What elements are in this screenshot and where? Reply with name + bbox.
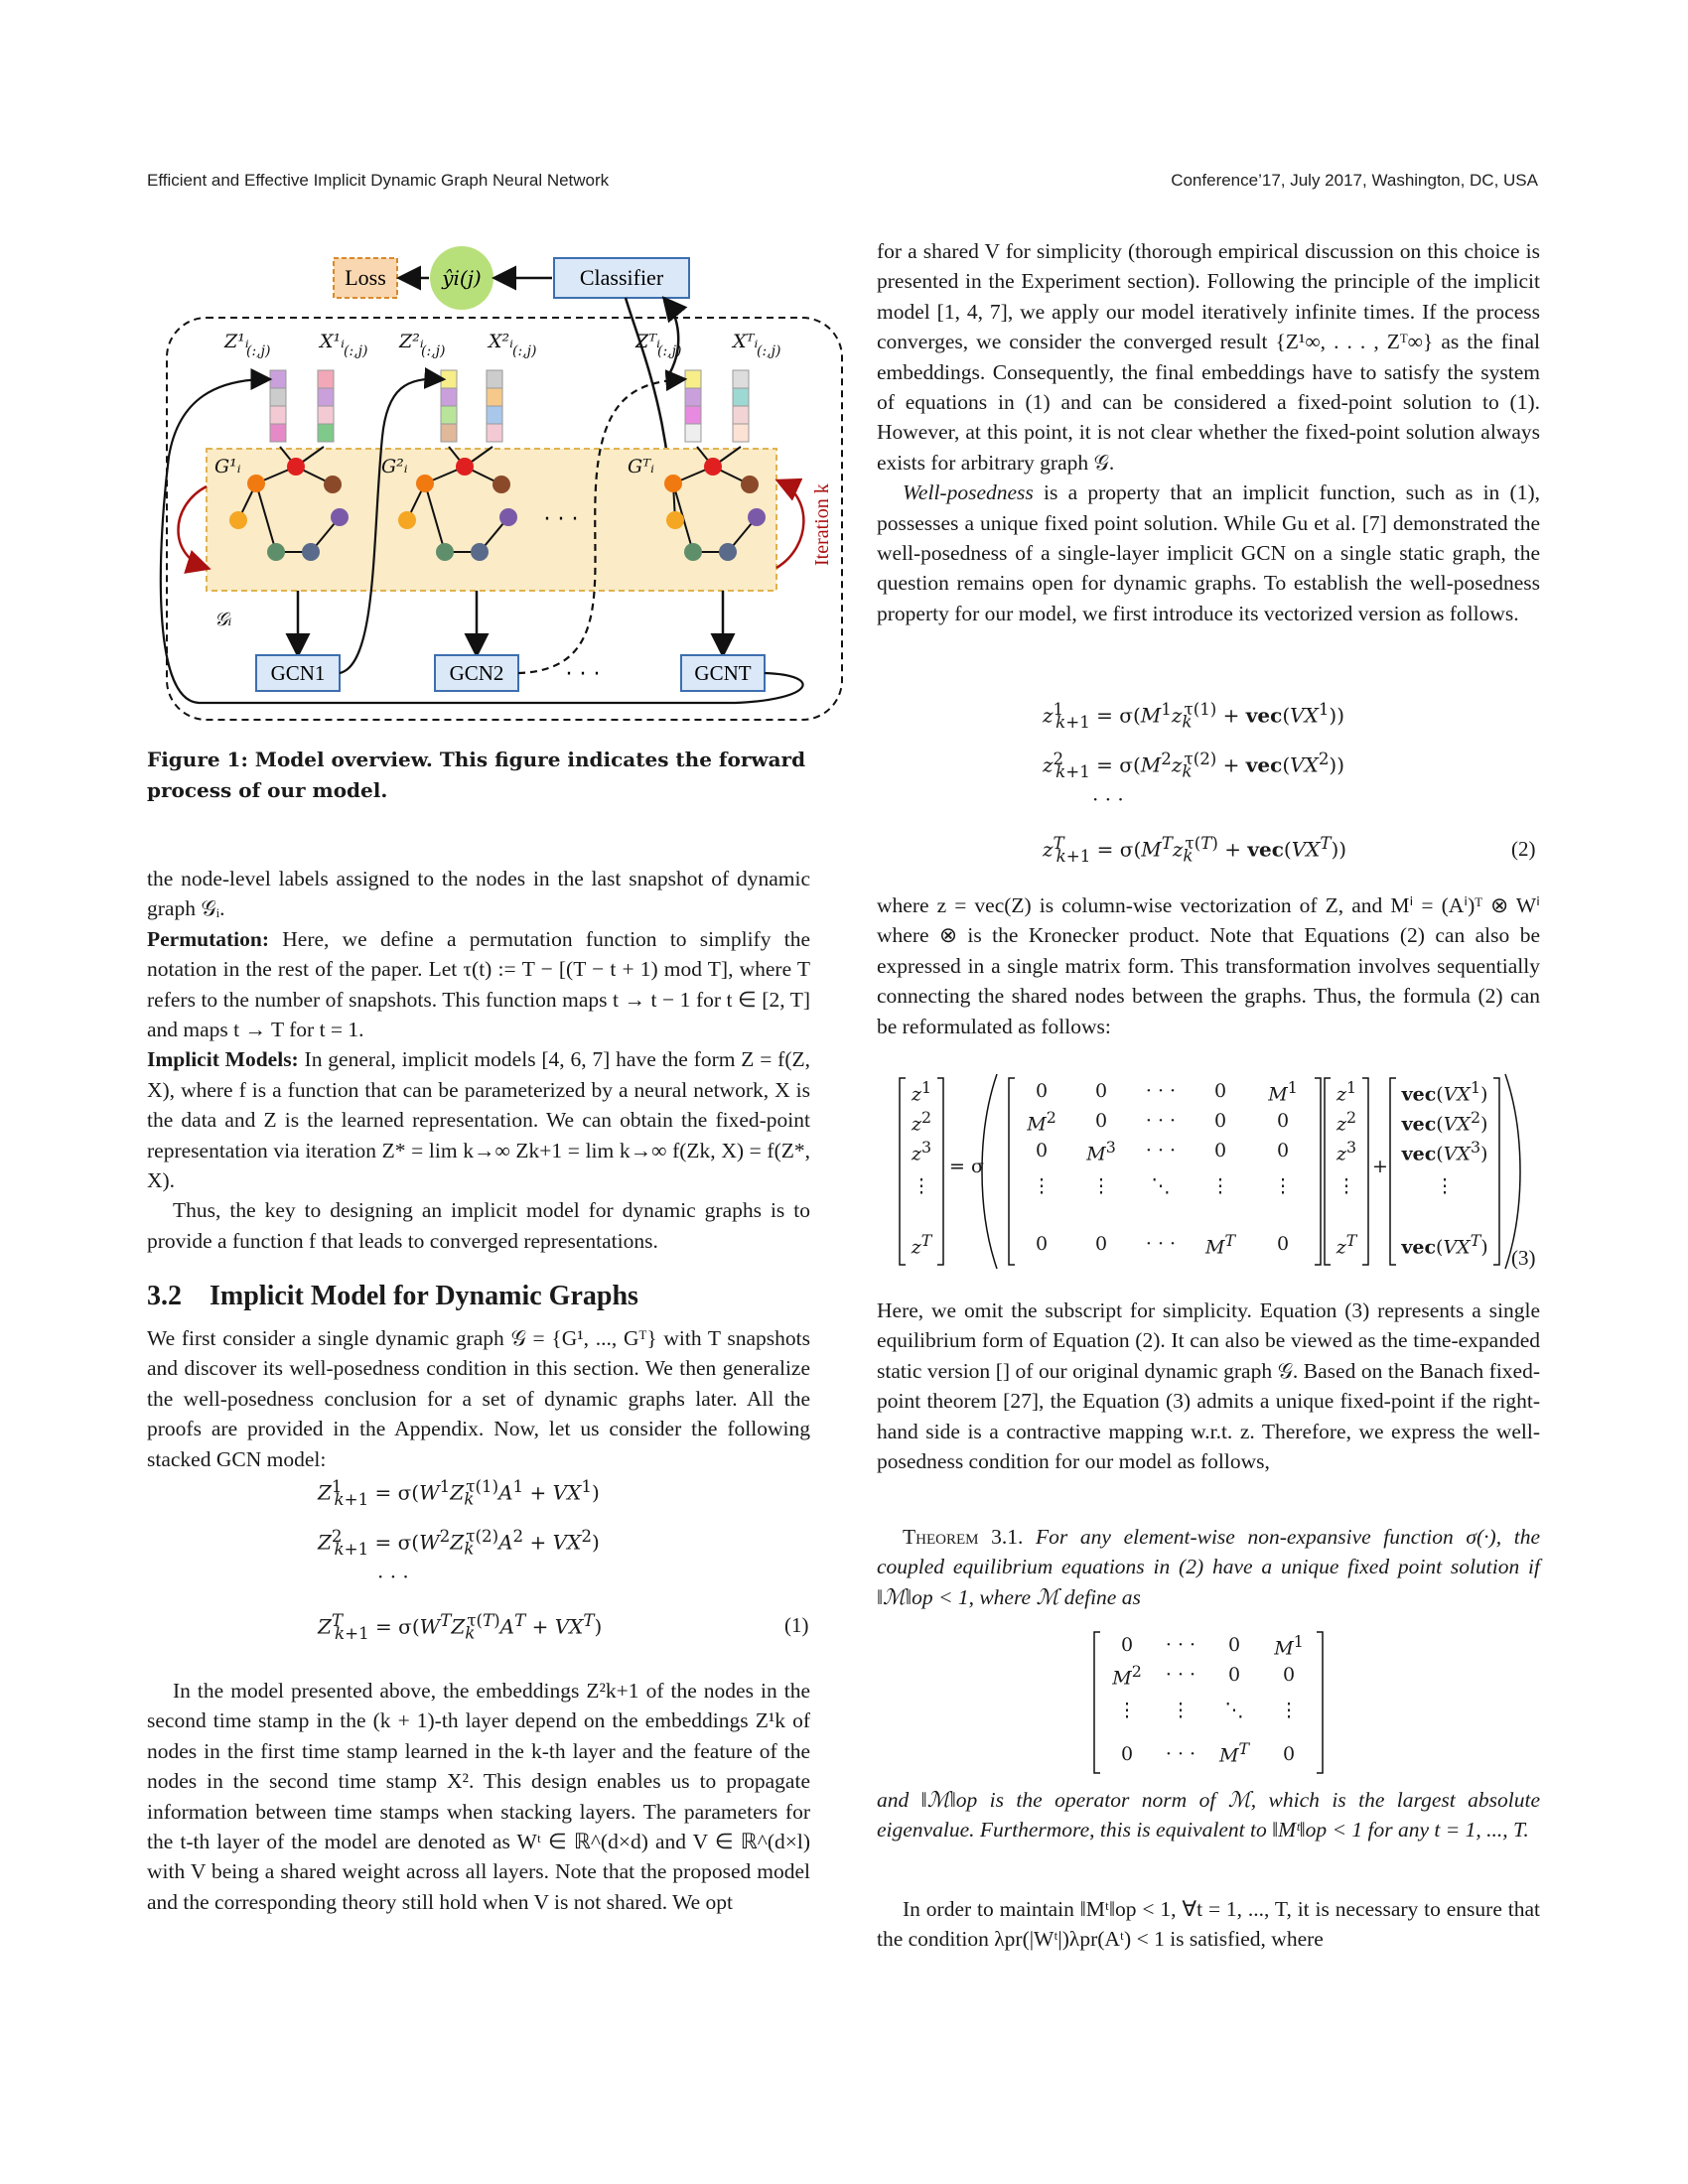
- classifier-label: Classifier: [580, 265, 664, 290]
- eq1-number: (1): [784, 1613, 809, 1637]
- eq1-lineT: ZTk+1 = σ(WTZkτ(T)AT + VXT): [318, 1611, 603, 1643]
- svg-text:(:,j): (:,j): [512, 343, 536, 359]
- ellipsis-mid: · · ·: [544, 507, 579, 532]
- svg-text:Z²ᵢ: Z²ᵢ: [398, 331, 424, 352]
- theorem-statement: Theorem 3.1. For any element-wise non-ex…: [877, 1522, 1540, 1612]
- paragraph-after-eq1: In the model presented above, the embedd…: [147, 1679, 810, 1914]
- paragraph-permutation: Permutation: Here, we define a permutati…: [147, 924, 810, 1045]
- left-column-section: We first consider a single dynamic graph…: [147, 1323, 810, 1474]
- paragraph-section-intro: We first consider a single dynamic graph…: [147, 1326, 810, 1471]
- svg-text:Gᵀᵢ: Gᵀᵢ: [628, 456, 654, 478]
- gcn2-label: GCN2: [450, 661, 504, 685]
- well-posedness-text: is a property that an implicit function,…: [877, 480, 1540, 625]
- svg-text:G¹ᵢ: G¹ᵢ: [214, 456, 241, 478]
- theorem-heading: Theorem 3.1.: [903, 1525, 1024, 1549]
- permutation-text: Here, we define a permutation function t…: [147, 926, 810, 1042]
- eq1-dots: · · ·: [377, 1565, 409, 1588]
- svg-text:(:,j): (:,j): [757, 343, 780, 359]
- gcn1-label: GCN1: [271, 661, 326, 685]
- figure-caption: Figure 1: Model overview. This figure in…: [147, 748, 806, 802]
- svg-text:(:,j): (:,j): [657, 343, 681, 359]
- y-hat-label: ŷi(j): [441, 266, 482, 290]
- implicit-models-heading: Implicit Models:: [147, 1047, 299, 1072]
- eq3-number: (3): [1511, 1246, 1536, 1270]
- theorem-text: For any element-wise non-expansive funct…: [877, 1525, 1540, 1609]
- figure-model-overview: Loss ŷi(j) Classifier Z¹ᵢ(:,j) X¹ᵢ(:,j) …: [159, 246, 843, 721]
- permutation-heading: Permutation:: [147, 926, 269, 951]
- equation-3-brackets: [899, 1073, 1521, 1270]
- paragraph-shared-v: for a shared V for simplicity (thorough …: [877, 239, 1540, 475]
- implicit-models-text: In general, implicit models [4, 6, 7] ha…: [147, 1047, 810, 1193]
- svg-text:X²ᵢ: X²ᵢ: [487, 331, 513, 352]
- svg-text:Zᵀᵢ: Zᵀᵢ: [634, 331, 660, 352]
- ellipsis-gcn: · · ·: [566, 662, 601, 687]
- equation-2: z1k+1 = σ(M1zkτ(1) + vec(VX1)) z2k+1 = σ…: [1043, 700, 1539, 879]
- loss-label: Loss: [345, 265, 386, 290]
- right-column-after-thm-matrix: and ‖ℳ‖op is the operator norm of ℳ, whi…: [877, 1785, 1540, 1845]
- theorem-continuation: and ‖ℳ‖op is the operator norm of ℳ, whi…: [877, 1788, 1540, 1843]
- eq1-line1: Z1k+1 = σ(W1Zkτ(1)A1 + VX1): [318, 1477, 600, 1509]
- paragraph-maintain: In order to maintain ‖Mᵗ‖op < 1, ∀t = 1,…: [877, 1897, 1540, 1952]
- paragraph-thus: Thus, the key to designing an implicit m…: [147, 1198, 810, 1253]
- left-column-after-eq1: In the model presented above, the embedd…: [147, 1676, 810, 1917]
- running-header-right: Conference’17, July 2017, Washington, DC…: [1171, 171, 1538, 190]
- theorem-matrix-brackets: [1093, 1631, 1324, 1774]
- eq2-line1: z1k+1 = σ(M1zkτ(1) + vec(VX1)): [1043, 700, 1345, 732]
- paragraph-vectorization: where z = vec(Z) is column-wise vectoriz…: [877, 893, 1540, 1038]
- svg-text:Xᵀᵢ: Xᵀᵢ: [731, 331, 759, 352]
- well-posedness-term: Well-posedness: [903, 480, 1034, 505]
- svg-text:(:,j): (:,j): [344, 343, 367, 359]
- right-column-bottom: In order to maintain ‖Mᵗ‖op < 1, ∀t = 1,…: [877, 1894, 1540, 1955]
- eq2-dots: · · ·: [1092, 787, 1124, 811]
- paragraph-node-labels: the node-level labels assigned to the no…: [147, 867, 810, 921]
- gcnT-label: GCNT: [694, 661, 751, 685]
- paragraph-well-posedness: Well-posedness is a property that an imp…: [877, 478, 1540, 628]
- paragraph-equilibrium: Here, we omit the subscript for simplici…: [877, 1298, 1540, 1474]
- right-column-after-eq3: Here, we omit the subscript for simplici…: [877, 1296, 1540, 1476]
- paragraph-implicit-models: Implicit Models: In general, implicit mo…: [147, 1044, 810, 1195]
- eq1-line2: Z2k+1 = σ(W2Zkτ(2)A2 + VX2): [318, 1527, 600, 1559]
- svg-text:Z¹ᵢ: Z¹ᵢ: [223, 331, 249, 352]
- svg-text:G²ᵢ: G²ᵢ: [381, 456, 408, 478]
- running-header-left: Efficient and Effective Implicit Dynamic…: [147, 171, 610, 190]
- right-column-mid: where z = vec(Z) is column-wise vectoriz…: [877, 890, 1540, 1041]
- eq2-line2: z2k+1 = σ(M2zkτ(2) + vec(VX2)): [1043, 750, 1345, 781]
- svg-text:(:,j): (:,j): [421, 343, 445, 359]
- eq2-lineT: zTk+1 = σ(MTzkτ(T) + vec(VXT)): [1043, 834, 1347, 866]
- svg-text:(:,j): (:,j): [246, 343, 270, 359]
- right-column-top: for a shared V for simplicity (thorough …: [877, 236, 1540, 628]
- iteration-label: Iteration k: [811, 483, 833, 566]
- section-title-3-2: 3.2 Implicit Model for Dynamic Graphs: [147, 1281, 638, 1311]
- eq2-number: (2): [1511, 837, 1536, 861]
- svg-text:X¹ᵢ: X¹ᵢ: [318, 331, 345, 352]
- theorem-3-1: Theorem 3.1. For any element-wise non-ex…: [877, 1522, 1540, 1612]
- svg-text:𝒢ᵢ: 𝒢ᵢ: [214, 609, 232, 630]
- left-column: the node-level labels assigned to the no…: [147, 864, 810, 1256]
- equation-1: Z1k+1 = σ(W1Zkτ(1)A1 + VX1) Z2k+1 = σ(W2…: [318, 1477, 814, 1656]
